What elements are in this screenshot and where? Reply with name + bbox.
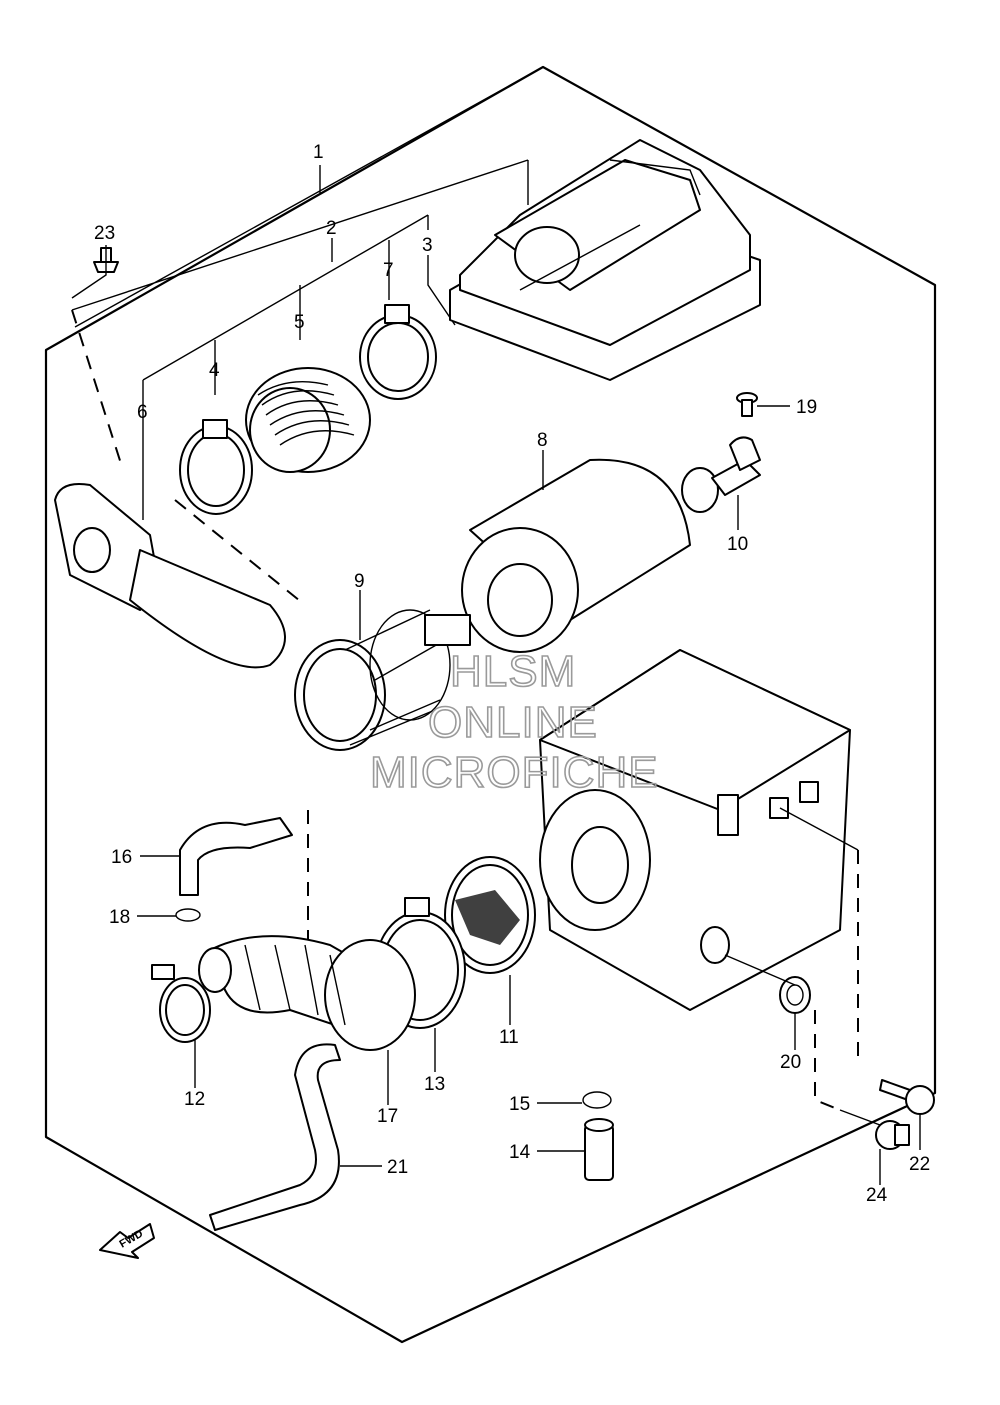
callout-2: 2 (326, 218, 337, 239)
callout-23: 23 (94, 223, 115, 244)
callout-3: 3 (422, 235, 433, 256)
air-element-8 (461, 458, 691, 653)
clip-18 (175, 908, 201, 922)
callout-1: 1 (313, 142, 324, 163)
clamp-4 (179, 419, 253, 515)
callout-9: 9 (354, 571, 365, 592)
callout-12: 12 (184, 1089, 205, 1110)
watermark-line-1: HLSM (450, 647, 576, 696)
group-bracket-2 (142, 214, 429, 520)
inlet-duct-2 (245, 367, 371, 473)
fwd-arrow: FWD (99, 1223, 155, 1259)
drain-plug-14 (584, 1118, 614, 1181)
clamp-7 (359, 304, 437, 400)
callout-6: 6 (137, 402, 148, 423)
callout-21: 21 (387, 1157, 408, 1178)
callout-15: 15 (509, 1094, 530, 1115)
leader-20 (724, 954, 796, 986)
clamp-12 (151, 964, 211, 1043)
callout-24: 24 (866, 1185, 888, 1206)
callout-10: 10 (727, 534, 748, 555)
callout-14: 14 (509, 1142, 531, 1163)
callout-8: 8 (537, 430, 548, 451)
leader-3 (427, 255, 456, 326)
hose-16 (179, 817, 293, 896)
screen-11 (444, 856, 536, 974)
callout-19: 19 (796, 397, 817, 418)
watermark-line-3: MICROFICHE (370, 748, 659, 797)
sensor-24 (839, 1109, 910, 1150)
outlet-tube-17 (198, 935, 416, 1051)
screw-19 (736, 392, 758, 417)
wing-bolt-10 (681, 436, 761, 513)
clip-15 (582, 1091, 612, 1109)
assembly-outline (44, 65, 937, 1344)
watermark-line-2: ONLINE (428, 698, 598, 747)
callout-13: 13 (424, 1074, 445, 1095)
intake-pipe-6 (54, 483, 286, 669)
callout-20: 20 (780, 1052, 801, 1073)
callout-4: 4 (209, 360, 220, 381)
air-cleaner-case (539, 649, 851, 1011)
leader-23 (71, 245, 107, 299)
callout-7: 7 (383, 260, 394, 281)
element-frame-9 (294, 609, 471, 751)
dash-20 (814, 1010, 836, 1109)
callout-18: 18 (109, 907, 130, 928)
callout-5: 5 (294, 312, 305, 333)
dash-6 (174, 499, 306, 606)
callout-22: 22 (909, 1154, 930, 1175)
leader-case-22 (779, 807, 859, 851)
callout-16: 16 (111, 847, 132, 868)
callout-11: 11 (499, 1027, 519, 1048)
bolt-22 (879, 1079, 935, 1115)
callout-17: 17 (377, 1106, 398, 1127)
hose-21 (209, 1043, 341, 1231)
group-bracket-3 (214, 240, 390, 395)
group-bracket-1 (71, 66, 544, 328)
air-cleaner-cover-3 (449, 139, 761, 381)
dash-23 (71, 309, 124, 471)
grommet-20 (779, 976, 811, 1014)
